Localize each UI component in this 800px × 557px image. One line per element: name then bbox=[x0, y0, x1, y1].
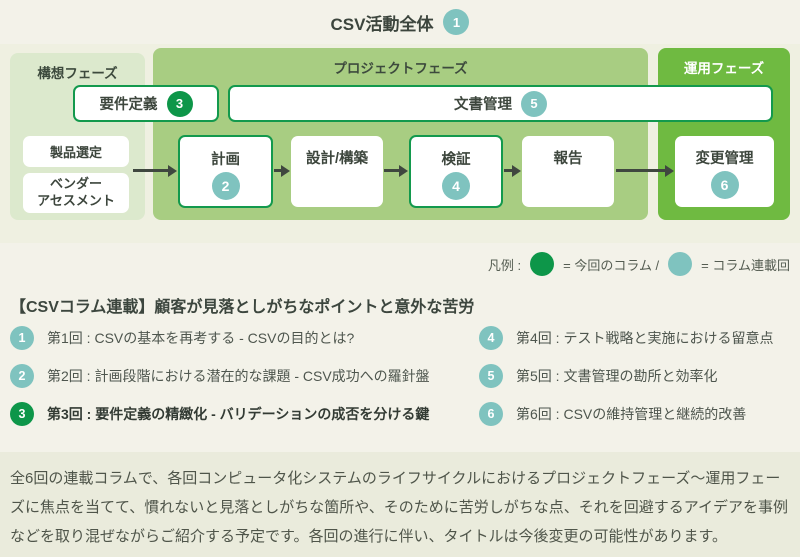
design-build-label: 設計/構築 bbox=[305, 151, 369, 167]
series-column-right: 4 第4回 : テスト戦略と実施における留意点 5 第5回 : 文書管理の勘所と… bbox=[479, 324, 797, 438]
vendor-assessment-label: ベンダーアセスメント bbox=[37, 176, 115, 208]
vendor-assessment-box: ベンダーアセスメント bbox=[23, 173, 129, 213]
item-5-number-badge: 5 bbox=[479, 363, 503, 388]
item-4-number-badge: 4 bbox=[479, 325, 503, 350]
item-3-number-badge: 3 bbox=[10, 401, 34, 426]
item-3-text: 第3回 : 要件定義の精緻化 - バリデーションの成否を分ける鍵 bbox=[47, 405, 430, 422]
page-title-row: CSV活動全体 1 bbox=[0, 7, 800, 37]
verification-label: 検証 bbox=[441, 152, 471, 168]
item-6-text: 第6回 : CSVの維持管理と継続的改善 bbox=[516, 405, 747, 422]
change-management-label: 変更管理 bbox=[695, 151, 754, 167]
footer-note: 全6回の連載コラムで、各回コンピュータ化システムのライフサイクルにおけるプロジェ… bbox=[0, 452, 800, 557]
report-box: 報告 bbox=[522, 136, 614, 207]
series-item-5: 5 第5回 : 文書管理の勘所と効率化 bbox=[479, 362, 797, 389]
legend-current-dot bbox=[530, 252, 555, 276]
item-5-text: 第5回 : 文書管理の勘所と効率化 bbox=[516, 367, 718, 384]
series-item-3-current: 3 第3回 : 要件定義の精緻化 - バリデーションの成否を分ける鍵 bbox=[10, 400, 472, 427]
legend: 凡例 : = 今回のコラム / = コラム連載回 bbox=[488, 251, 790, 277]
series-item-6: 6 第6回 : CSVの維持管理と継続的改善 bbox=[479, 400, 797, 427]
series-item-4: 4 第4回 : テスト戦略と実施における留意点 bbox=[479, 324, 797, 351]
phase-concept-label: 構想フェーズ bbox=[37, 66, 118, 81]
change-management-number-badge: 6 bbox=[710, 171, 739, 199]
item-1-number-badge: 1 bbox=[10, 325, 34, 350]
item-2-text: 第2回 : 計画段階における潜在的な課題 - CSV成功への羅針盤 bbox=[47, 367, 430, 384]
legend-title: 凡例 : bbox=[487, 257, 522, 273]
document-management-box: 文書管理 5 bbox=[228, 85, 773, 122]
plan-label: 計画 bbox=[211, 152, 240, 168]
series-item-1: 1 第1回 : CSVの基本を再考する - CSVの目的とは? bbox=[10, 324, 472, 351]
series-item-2: 2 第2回 : 計画段階における潜在的な課題 - CSV成功への羅針盤 bbox=[10, 362, 472, 389]
product-selection-label: 製品選定 bbox=[49, 145, 102, 160]
design-build-box: 設計/構築 bbox=[291, 136, 383, 207]
verification-number-badge: 4 bbox=[442, 172, 470, 200]
document-management-label: 文書管理 bbox=[454, 97, 512, 113]
phase-operation-label: 運用フェーズ bbox=[683, 61, 765, 76]
change-management-box: 変更管理 6 bbox=[675, 136, 774, 207]
verification-box: 検証 4 bbox=[409, 135, 503, 208]
legend-series-label: = コラム連載回 bbox=[701, 257, 790, 273]
flow-arrow-2 bbox=[274, 164, 290, 177]
document-management-number-badge: 5 bbox=[521, 90, 547, 117]
flow-arrow-4 bbox=[504, 164, 521, 177]
plan-number-badge: 2 bbox=[211, 172, 240, 200]
requirements-number-badge: 3 bbox=[166, 90, 193, 117]
requirements-definition-box: 要件定義 3 bbox=[73, 85, 219, 122]
item-4-text: 第4回 : テスト戦略と実施における留意点 bbox=[516, 329, 774, 346]
title-number-badge: 1 bbox=[443, 9, 470, 35]
requirements-definition-label: 要件定義 bbox=[99, 97, 158, 113]
flow-arrow-3 bbox=[384, 164, 408, 177]
item-1-text: 第1回 : CSVの基本を再考する - CSVの目的とは? bbox=[47, 329, 355, 346]
csv-phase-diagram: 構想フェーズ プロジェクトフェーズ 運用フェーズ 要件定義 3 文書管理 5 製… bbox=[10, 48, 790, 223]
plan-box: 計画 2 bbox=[178, 135, 273, 208]
phase-project-label: プロジェクトフェーズ bbox=[333, 61, 468, 76]
flow-arrow-5 bbox=[616, 164, 674, 177]
legend-series-dot bbox=[668, 252, 693, 276]
item-6-number-badge: 6 bbox=[479, 401, 503, 426]
report-label: 報告 bbox=[553, 151, 583, 167]
series-heading: 【CSVコラム連載】顧客が見落としがちなポイントと意外な苦労 bbox=[10, 299, 475, 316]
product-selection-box: 製品選定 bbox=[23, 136, 129, 167]
flow-arrow-1 bbox=[133, 164, 177, 177]
legend-current-label: = 今回のコラム / bbox=[563, 257, 660, 273]
page-title: CSV活動全体 bbox=[330, 14, 434, 34]
item-2-number-badge: 2 bbox=[10, 363, 34, 388]
series-column-left: 1 第1回 : CSVの基本を再考する - CSVの目的とは? 2 第2回 : … bbox=[10, 324, 472, 438]
